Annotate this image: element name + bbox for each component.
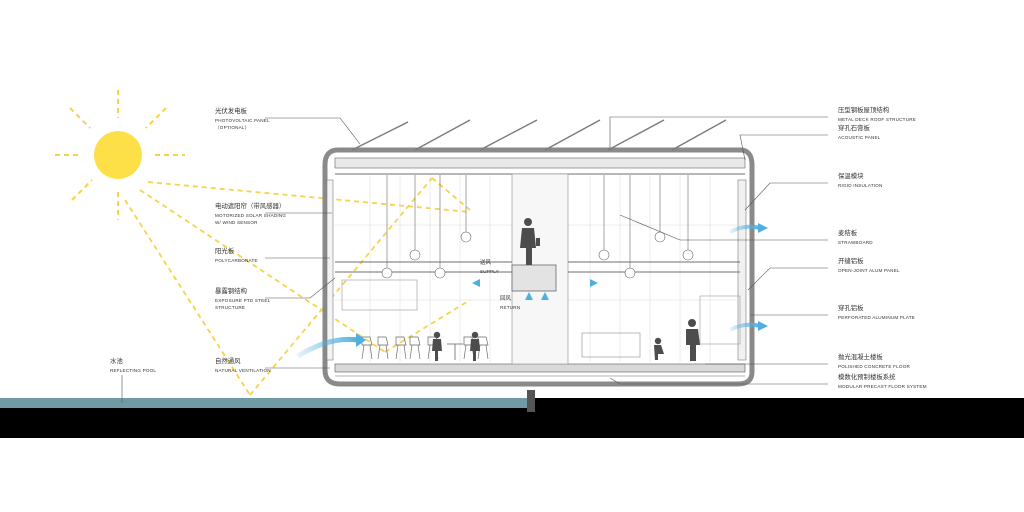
label-pv-en2: （OPTIONAL）: [215, 125, 249, 130]
label-perforated-en: PERFORATED ALUMINUM PLATE: [838, 315, 915, 320]
label-acoustic-zh: 穿孔石膏板: [838, 123, 871, 132]
supply-label-zh: 送风: [480, 258, 492, 266]
airflow-labels: 送风 SUPPLY 回风 RETURN: [480, 258, 520, 310]
sun-rays: [124, 177, 471, 396]
person-icon: [520, 218, 540, 265]
label-floor-en: POLISHED CONCRETE FLOOR: [838, 364, 910, 369]
label-steel-zh: 暴露钢结构: [215, 286, 247, 295]
right-labels: 压型钢板屋顶结构 METAL DECK ROOF STRUCTURE 穿孔石膏板…: [838, 105, 927, 389]
label-alum-en: OPEN-JOINT ALUM PANEL: [838, 268, 900, 273]
interior-structure: [335, 173, 741, 365]
label-poly-zh: 阳光板: [215, 246, 235, 255]
label-strawboard-en: STRAWBOARD: [838, 240, 873, 245]
label-precast-zh: 模数化预制楼板系统: [838, 372, 896, 381]
photovoltaic-panels: [351, 119, 727, 151]
label-vent-zh: 自然通风: [215, 356, 241, 365]
pendant-lamp-icon: [381, 175, 694, 279]
label-roof-zh: 压型钢板屋顶结构: [838, 105, 889, 114]
label-precast-en: MODULAR PRECAST FLOOR SYSTEM: [838, 384, 927, 389]
label-acoustic-en: ACOUSTIC PANEL: [838, 135, 881, 140]
label-steel-en: EXPOSURE PTD STEEL: [215, 298, 271, 303]
label-vent-en: NATURAL VENTILATION: [215, 368, 271, 373]
reflecting-pool: [0, 398, 527, 408]
label-pool-en: REFLECTING POOL: [110, 368, 156, 373]
label-pool-zh: 水池: [110, 356, 123, 365]
label-perforated-zh: 穿孔铝板: [838, 303, 864, 312]
label-strawboard-zh: 麦秸板: [838, 228, 858, 237]
label-shading-zh: 电动遮阳帘（带风感器）: [215, 201, 285, 210]
label-insulation-en: RIGID INSULATION: [838, 183, 882, 188]
supply-label-en: SUPPLY: [480, 269, 499, 274]
left-labels: 光伏发电板 PHOTOVOLTAIC PANEL （OPTIONAL） 电动遮阳…: [110, 106, 286, 373]
pool-edge: [527, 390, 535, 412]
label-pv-zh: 光伏发电板: [215, 106, 248, 115]
sun-icon: [55, 90, 185, 220]
label-insulation-zh: 保温模块: [838, 171, 864, 180]
label-steel-en2: STRUCTURE: [215, 305, 245, 310]
return-label-en: RETURN: [500, 305, 520, 310]
label-shading-en2: W/ WIND SENSOR: [215, 220, 258, 225]
airflow-arrow-icon: [296, 223, 768, 359]
label-pv-en: PHOTOVOLTAIC PANEL: [215, 118, 270, 123]
people-and-furniture: [361, 218, 700, 361]
leader-lines: [121, 116, 828, 403]
label-poly-en: POLYCARBONATE: [215, 258, 258, 263]
label-roof-en: METAL DECK ROOF STRUCTURE: [838, 117, 916, 122]
label-shading-en: MOTORIZED SOLAR SHADING: [215, 213, 286, 218]
label-floor-zh: 抛光混凝土楼板: [838, 352, 883, 361]
return-label-zh: 回风: [500, 295, 512, 302]
chair-icon: [361, 336, 489, 360]
label-alum-zh: 开缝铝板: [838, 256, 864, 265]
